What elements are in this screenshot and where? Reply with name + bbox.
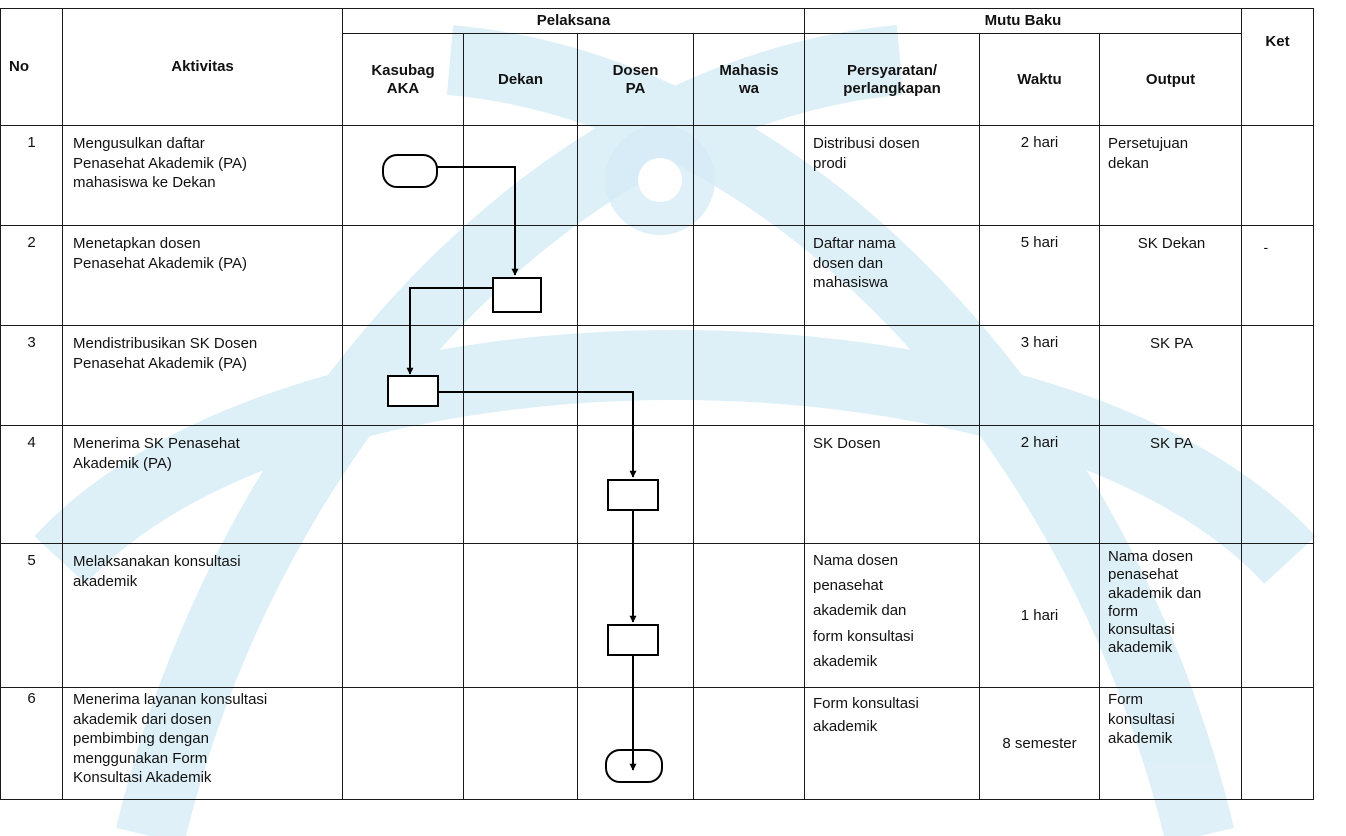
lane-cell <box>577 543 694 688</box>
row-ket <box>1241 687 1314 800</box>
row-output: SK PA <box>1099 325 1242 426</box>
header-pelaksana: Pelaksana <box>342 8 805 34</box>
row-persyaratan: SK Dosen <box>804 425 980 544</box>
row-no: 6 <box>0 687 63 800</box>
row-waktu: 3 hari <box>979 325 1100 426</box>
lane-cell <box>693 325 805 426</box>
sop-table: No Aktivitas Pelaksana Mutu Baku Ket Kas… <box>0 8 1314 800</box>
row-waktu: 2 hari <box>979 125 1100 226</box>
lane-cell <box>463 125 578 226</box>
lane-cell <box>693 125 805 226</box>
row-waktu: 2 hari <box>979 425 1100 544</box>
header-output: Output <box>1099 33 1242 126</box>
row-no: 1 <box>0 125 63 226</box>
row-output: SK Dekan <box>1099 225 1242 326</box>
row-no: 3 <box>0 325 63 426</box>
lane-cell <box>577 225 694 326</box>
header-waktu: Waktu <box>979 33 1100 126</box>
row-ket <box>1241 543 1314 688</box>
lane-cell <box>693 425 805 544</box>
header-ket: Ket <box>1241 8 1314 126</box>
lane-cell <box>577 425 694 544</box>
row-waktu: 8 semester <box>979 687 1100 800</box>
row-ket <box>1241 125 1314 226</box>
lane-cell <box>342 225 464 326</box>
row-ket <box>1241 425 1314 544</box>
ket-dash: - <box>1263 238 1269 255</box>
lane-cell <box>463 543 578 688</box>
lane-cell <box>342 325 464 426</box>
lane-cell <box>693 543 805 688</box>
header-persyaratan: Persyaratan/perlangkapan <box>804 33 980 126</box>
row-ket <box>1241 325 1314 426</box>
lane-cell <box>693 225 805 326</box>
lane-cell <box>342 125 464 226</box>
row-no: 4 <box>0 425 63 544</box>
row-waktu: 1 hari <box>979 543 1100 688</box>
lane-cell <box>463 225 578 326</box>
lane-cell <box>342 687 464 800</box>
header-aktivitas: Aktivitas <box>62 8 343 126</box>
header-no: No <box>0 8 63 126</box>
lane-cell <box>577 325 694 426</box>
lane-cell <box>342 543 464 688</box>
row-no: 5 <box>0 543 63 688</box>
row-waktu: 5 hari <box>979 225 1100 326</box>
row-no: 2 <box>0 225 63 326</box>
lane-cell <box>463 687 578 800</box>
header-dekan: Dekan <box>463 33 578 126</box>
row-persyaratan <box>804 325 980 426</box>
lane-cell <box>342 425 464 544</box>
lane-cell <box>577 125 694 226</box>
row-output: SK PA <box>1099 425 1242 544</box>
row-ket: - <box>1241 225 1314 326</box>
lane-cell <box>463 325 578 426</box>
header-mutu-baku: Mutu Baku <box>804 8 1242 34</box>
lane-cell <box>463 425 578 544</box>
lane-cell <box>693 687 805 800</box>
lane-cell <box>577 687 694 800</box>
